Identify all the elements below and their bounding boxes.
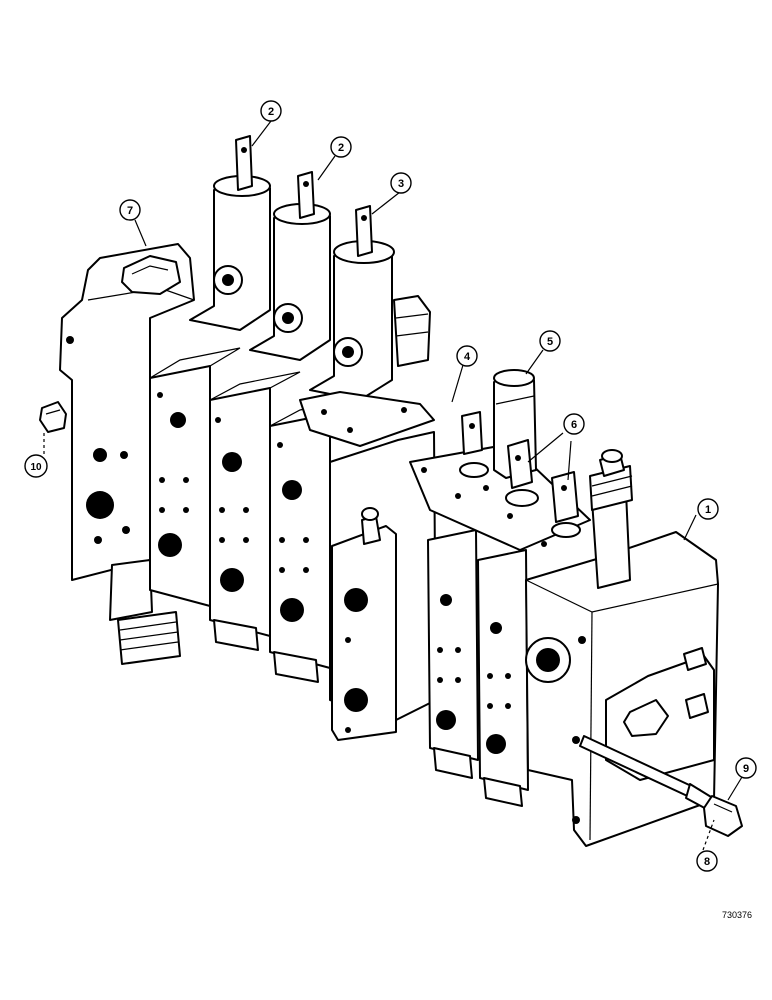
callout-5: 5 [539, 330, 561, 352]
solenoid-cartridge-1 [189, 135, 271, 331]
linkage-clevis-1 [459, 411, 489, 478]
callout-label-10: 10 [30, 462, 42, 473]
callout-label-6: 6 [571, 419, 577, 431]
leader-lines [43, 120, 743, 851]
linkage-clevis-2 [505, 439, 539, 507]
solenoid-cartridge-3 [299, 205, 435, 447]
outlet-end-section [525, 449, 719, 847]
spool-section-b [209, 371, 301, 651]
callout-label-9: 9 [743, 763, 749, 775]
callout-label-4: 4 [464, 351, 471, 363]
callout-2b: 2 [330, 136, 352, 158]
tie-bolt [579, 735, 743, 837]
hex-nut [39, 401, 67, 433]
inlet-end-section [59, 243, 195, 665]
callout-label-7: 7 [127, 205, 133, 217]
callout-10: 10 [24, 454, 48, 478]
callout-2a: 2 [260, 100, 282, 122]
linkage-clevis-3 [551, 471, 581, 538]
callout-label-2b: 2 [338, 142, 344, 154]
callout-label-3: 3 [398, 178, 404, 190]
callout-4: 4 [456, 345, 478, 367]
callout-8: 8 [696, 850, 718, 872]
callout-label-1: 1 [705, 504, 711, 516]
callout-label-2a: 2 [268, 106, 274, 118]
callout-9: 9 [735, 757, 757, 779]
callout-6: 6 [563, 413, 585, 435]
mid-section [329, 431, 437, 741]
spool-section-a [149, 347, 241, 607]
callout-1: 1 [697, 498, 719, 520]
spool-section-e [477, 549, 529, 807]
drawing-number: 730376 [722, 910, 752, 920]
rear-plug [393, 295, 431, 367]
spool-section-d [427, 529, 479, 779]
solenoid-cartridge-2 [249, 171, 331, 361]
callout-3: 3 [390, 172, 412, 194]
callout-label-8: 8 [704, 856, 710, 868]
callout-label-5: 5 [547, 336, 553, 348]
linkage-plate [409, 443, 591, 551]
callout-7: 7 [119, 199, 141, 221]
